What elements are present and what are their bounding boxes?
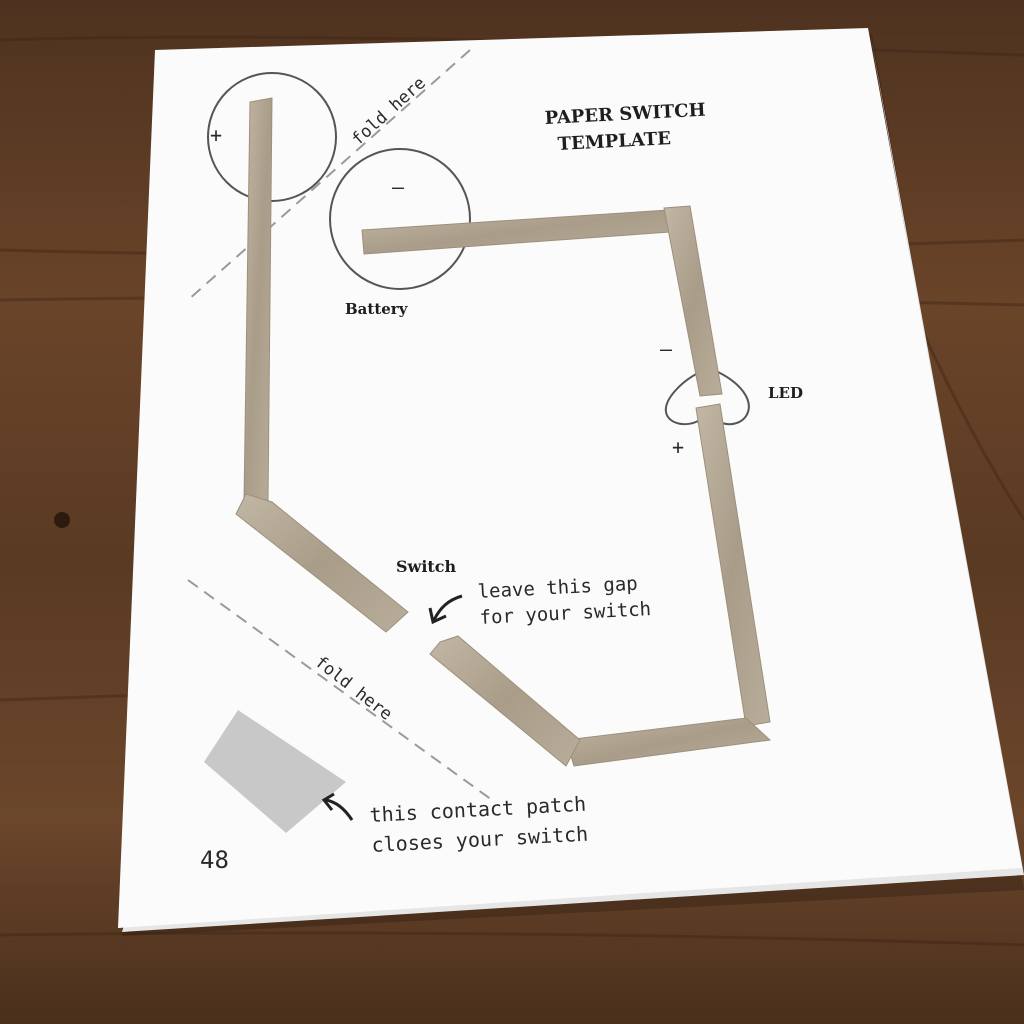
patch-arrow: [325, 798, 354, 821]
contact-patch: [204, 710, 346, 833]
led-outline: [664, 371, 750, 426]
gap-arrow-head: [428, 607, 447, 625]
battery-plus-circle: [207, 72, 337, 202]
battery-minus-circle: [329, 148, 471, 290]
paper-sheet: [118, 28, 1022, 928]
patch-arrow-head: [321, 792, 335, 811]
gap-arrow: [432, 594, 463, 621]
fold-line-bottom: [187, 579, 493, 801]
page-number: 48: [200, 846, 229, 874]
led-label: LED: [768, 384, 803, 402]
tape-left-diagonal: [235, 493, 409, 633]
battery-label: Battery: [345, 300, 409, 318]
tape-bottom-diagonal: [429, 635, 581, 767]
battery-plus-sign: +: [210, 123, 222, 147]
copper-tape: [235, 97, 772, 767]
tape-right-upper: [663, 205, 723, 397]
tape-bottom-horizontal: [565, 717, 772, 767]
led-plus-sign: +: [672, 435, 684, 459]
tape-right-lower: [695, 403, 771, 727]
led-minus-sign: –: [660, 337, 673, 361]
battery-minus-sign: –: [392, 175, 405, 199]
tape-left-vertical: [243, 97, 273, 501]
switch-label: Switch: [396, 557, 457, 576]
wood-knot: [54, 512, 70, 528]
fold-line-top: [187, 49, 471, 301]
